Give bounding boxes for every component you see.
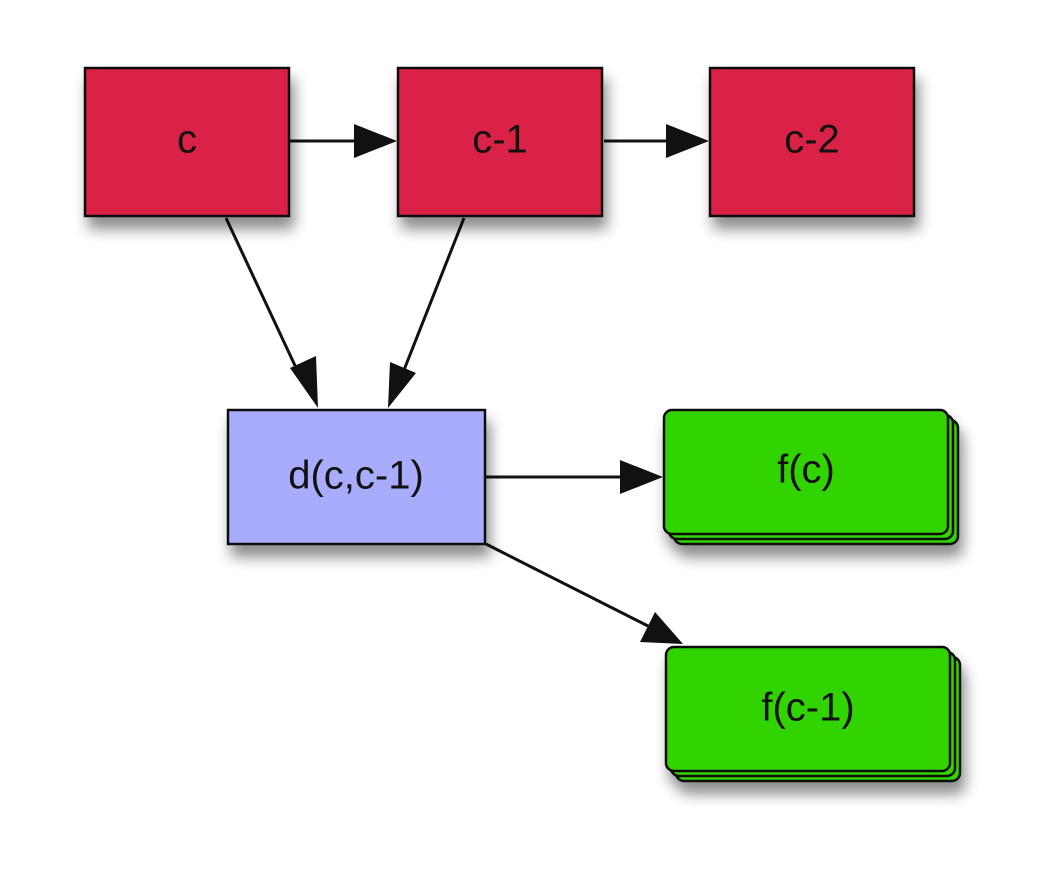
- edge-c-to-c-minus-1: [290, 124, 397, 158]
- node-d-box: [226, 408, 487, 546]
- node-d-label: d(c,c-1): [288, 454, 424, 498]
- node-f-c-minus-1-box: [664, 645, 952, 773]
- edge-d-to-f-c: [486, 460, 663, 494]
- node-f-c: [662, 408, 960, 546]
- node-c-label: c: [177, 118, 197, 162]
- node-c: [83, 66, 291, 218]
- node-c-minus-2-label: c-2: [784, 118, 840, 162]
- edge-c-to-d: [224, 217, 318, 408]
- node-c-minus-1: [396, 66, 604, 218]
- node-c-minus-1-label: c-1: [472, 118, 528, 162]
- edge-d-to-f-c-minus-1: [485, 542, 683, 644]
- node-f-c-minus-1: [664, 645, 962, 783]
- node-c-box: [83, 66, 291, 218]
- edges: [224, 124, 709, 644]
- node-c-minus-1-box: [396, 66, 604, 218]
- node-d: [226, 408, 487, 546]
- node-c-minus-2-box: [708, 66, 916, 218]
- node-f-c-label: f(c): [777, 448, 835, 492]
- edge-c-minus-1-to-c-minus-2: [604, 124, 709, 158]
- node-f-c-minus-1-label: f(c-1): [761, 686, 854, 730]
- node-f-c-box: [662, 408, 950, 536]
- node-c-minus-2: [708, 66, 916, 218]
- edge-c-minus-1-to-d: [388, 217, 466, 408]
